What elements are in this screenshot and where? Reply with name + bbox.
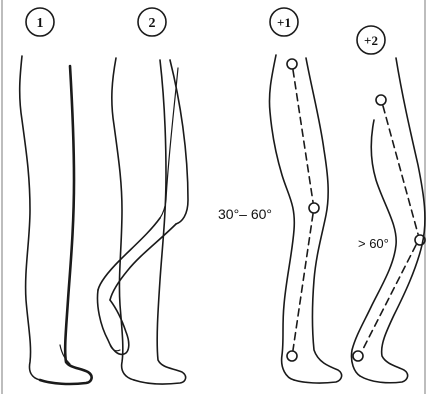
panel-1-label: 1 bbox=[37, 16, 44, 31]
panel-1-back-outline bbox=[20, 56, 40, 380]
panel-plus1-label: +1 bbox=[277, 15, 291, 30]
panel-plus2-hip-marker bbox=[376, 95, 386, 105]
panel-2-leg bbox=[97, 8, 188, 384]
panel-2-back-outline bbox=[112, 58, 134, 380]
panel-plus2-angle-label: > 60° bbox=[358, 236, 389, 251]
panel-plus1-hip-marker bbox=[287, 59, 297, 69]
panel-1-leg bbox=[20, 8, 92, 384]
panel-plus1-leg bbox=[269, 8, 341, 383]
panel-2-front-outline bbox=[134, 60, 186, 384]
panel-plus1-knee-marker bbox=[309, 203, 319, 213]
panel-2-lifted-foot bbox=[97, 290, 128, 354]
panel-2-lifted-thigh bbox=[170, 60, 188, 224]
panel-plus2-shin-axis bbox=[362, 245, 416, 351]
panel-plus2-label: +2 bbox=[364, 33, 378, 48]
panel-plus2-leg bbox=[351, 26, 425, 383]
panel-plus1-ankle-marker bbox=[287, 351, 297, 361]
panel-plus1-back-outline bbox=[269, 55, 294, 380]
panel-plus2-ankle-marker bbox=[353, 351, 363, 361]
panel-plus1-front-outline bbox=[294, 58, 342, 383]
panel-plus1-thigh-axis bbox=[293, 70, 313, 202]
panel-plus2-thigh-axis bbox=[383, 106, 418, 234]
panel-2-label: 2 bbox=[149, 16, 156, 31]
panel-1-front-outline bbox=[40, 66, 92, 384]
panel-2-shin-back bbox=[98, 218, 160, 290]
panel-plus1-angle-label: 30°– 60° bbox=[218, 206, 272, 222]
panel-plus1-shin-axis bbox=[293, 214, 313, 350]
